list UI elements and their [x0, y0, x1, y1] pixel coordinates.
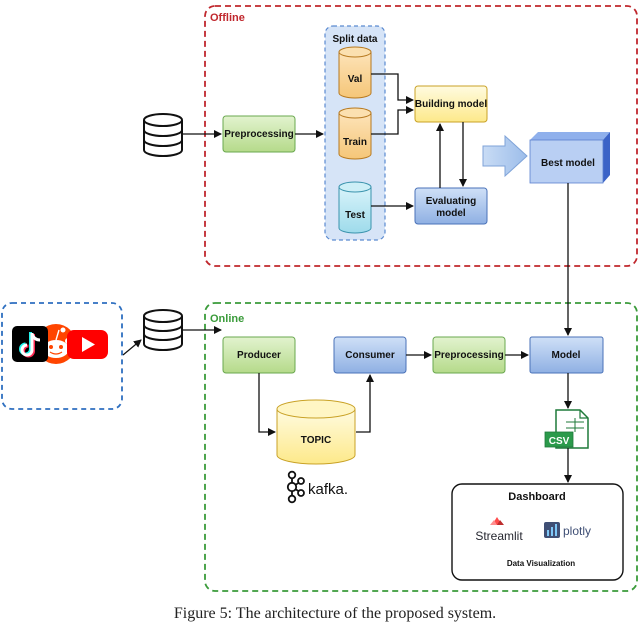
offline-preprocessing-label: Preprocessing [224, 129, 293, 140]
test-cylinder [338, 181, 372, 234]
figure-caption: Figure 5: The architecture of the propos… [174, 605, 496, 622]
best-model-label: Best model [541, 158, 595, 169]
dashboard-subtitle: Data Visualization [507, 559, 575, 568]
kafka-logo-icon [286, 470, 305, 504]
kafka-logo-text: kafka. [308, 481, 348, 498]
streamlit-icon [490, 517, 504, 525]
dashboard-title: Dashboard [508, 491, 565, 503]
tiktok-icon [12, 326, 48, 362]
dashboard-panel [451, 483, 624, 581]
train-label: Train [343, 137, 367, 148]
sources-border [1, 302, 123, 410]
evaluating-model-box [414, 187, 488, 225]
database-icon [143, 113, 183, 157]
best-model-box [529, 132, 610, 184]
evaluating-model-label-1: Evaluating [426, 196, 477, 207]
online-section-border [204, 302, 638, 592]
building-model-box [414, 85, 488, 123]
evaluating-model-label-2: model [436, 208, 466, 219]
youtube-icon [67, 330, 108, 359]
topic-label: TOPIC [301, 435, 331, 446]
topic-cylinder [276, 399, 356, 465]
online-section-title: Online [210, 313, 244, 325]
csv-file-icon [544, 409, 589, 449]
split-data-title: Split data [332, 34, 377, 45]
online-arrows [122, 183, 572, 483]
val-label: Val [348, 74, 363, 85]
model-box [529, 336, 604, 374]
model-label: Model [552, 350, 581, 361]
offline-section-border [204, 5, 638, 267]
test-label: Test [345, 210, 365, 221]
streamlit-label: Streamlit [475, 529, 523, 543]
plotly-label: plotly [563, 524, 591, 538]
online-preprocessing-label: Preprocessing [434, 350, 503, 361]
val-cylinder [338, 46, 372, 99]
block-arrow-icon [482, 134, 528, 178]
offline-arrows [183, 73, 467, 210]
database-icon [143, 309, 183, 351]
consumer-label: Consumer [345, 350, 395, 361]
plotly-icon [544, 522, 560, 538]
building-model-label: Building model [415, 99, 487, 110]
csv-icon-label: CSV [549, 436, 570, 447]
train-cylinder [338, 107, 372, 160]
offline-section-title: Offline [210, 12, 245, 24]
producer-label: Producer [237, 350, 281, 361]
